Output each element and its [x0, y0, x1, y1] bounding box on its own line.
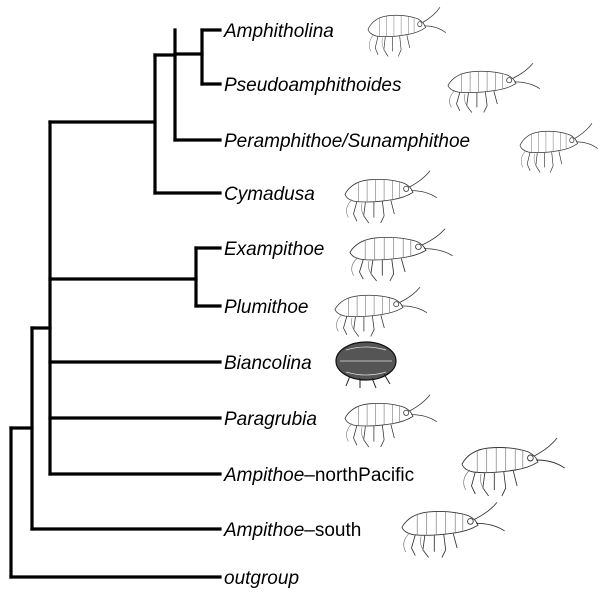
amphipod-drawing-plumithoe [335, 287, 427, 336]
tree-branches [11, 30, 220, 577]
taxon-label-exampithoe: Exampithoe [224, 239, 324, 260]
taxon-label-part: Ampithoe [223, 520, 304, 541]
amphipod-drawing-cymadusa [345, 171, 437, 223]
taxon-label-ampithoe-south: Ampithoe–south [223, 520, 361, 541]
taxon-label-part: Ampithoe [223, 465, 304, 486]
taxon-labels: AmphitholinaPseudoamphithoidesPeramphith… [223, 21, 470, 589]
taxon-label-part: Pseudoamphithoides [224, 75, 402, 96]
amphipod-drawing-biancolina [336, 342, 396, 388]
amphipod-drawing-pseudoamphithoides [448, 63, 540, 112]
taxon-label-outgroup: outgroup [224, 568, 299, 589]
taxon-label-part: Plumithoe [224, 297, 309, 318]
taxon-label-ampithoe-northpacific: Ampithoe–northPacific [223, 465, 414, 486]
taxon-label-part: –south [304, 520, 361, 541]
amphipod-drawing-ampithoe-northpacific [462, 438, 565, 496]
taxon-label-part: Paragrubia [224, 409, 317, 430]
taxon-label-part: Cymadusa [224, 184, 315, 205]
amphipod-drawing-ampithoe-south [402, 502, 505, 557]
taxon-label-part: Exampithoe [224, 239, 324, 260]
amphipod-drawing-peramphithoe [520, 123, 598, 172]
taxon-label-part: outgroup [224, 568, 299, 589]
amphipod-drawing-exampithoe [350, 229, 453, 281]
amphipod-drawing-amphitholina [368, 7, 446, 56]
amphipod-drawing-paragrubia [345, 395, 437, 447]
taxon-label-biancolina: Biancolina [224, 353, 312, 374]
taxon-label-part: –northPacific [304, 465, 414, 486]
taxon-label-part: Biancolina [224, 353, 312, 374]
taxon-label-part: Amphitholina [223, 21, 334, 42]
taxon-label-cymadusa: Cymadusa [224, 184, 315, 205]
taxon-label-peramphithoe: Peramphithoe/Sunamphithoe [224, 131, 470, 152]
taxon-label-amphitholina: Amphitholina [223, 21, 334, 42]
taxon-label-plumithoe: Plumithoe [224, 297, 309, 318]
taxon-label-pseudoamphithoides: Pseudoamphithoides [224, 75, 402, 96]
taxon-label-part: Peramphithoe/Sunamphithoe [224, 131, 470, 152]
taxon-label-paragrubia: Paragrubia [224, 409, 317, 430]
